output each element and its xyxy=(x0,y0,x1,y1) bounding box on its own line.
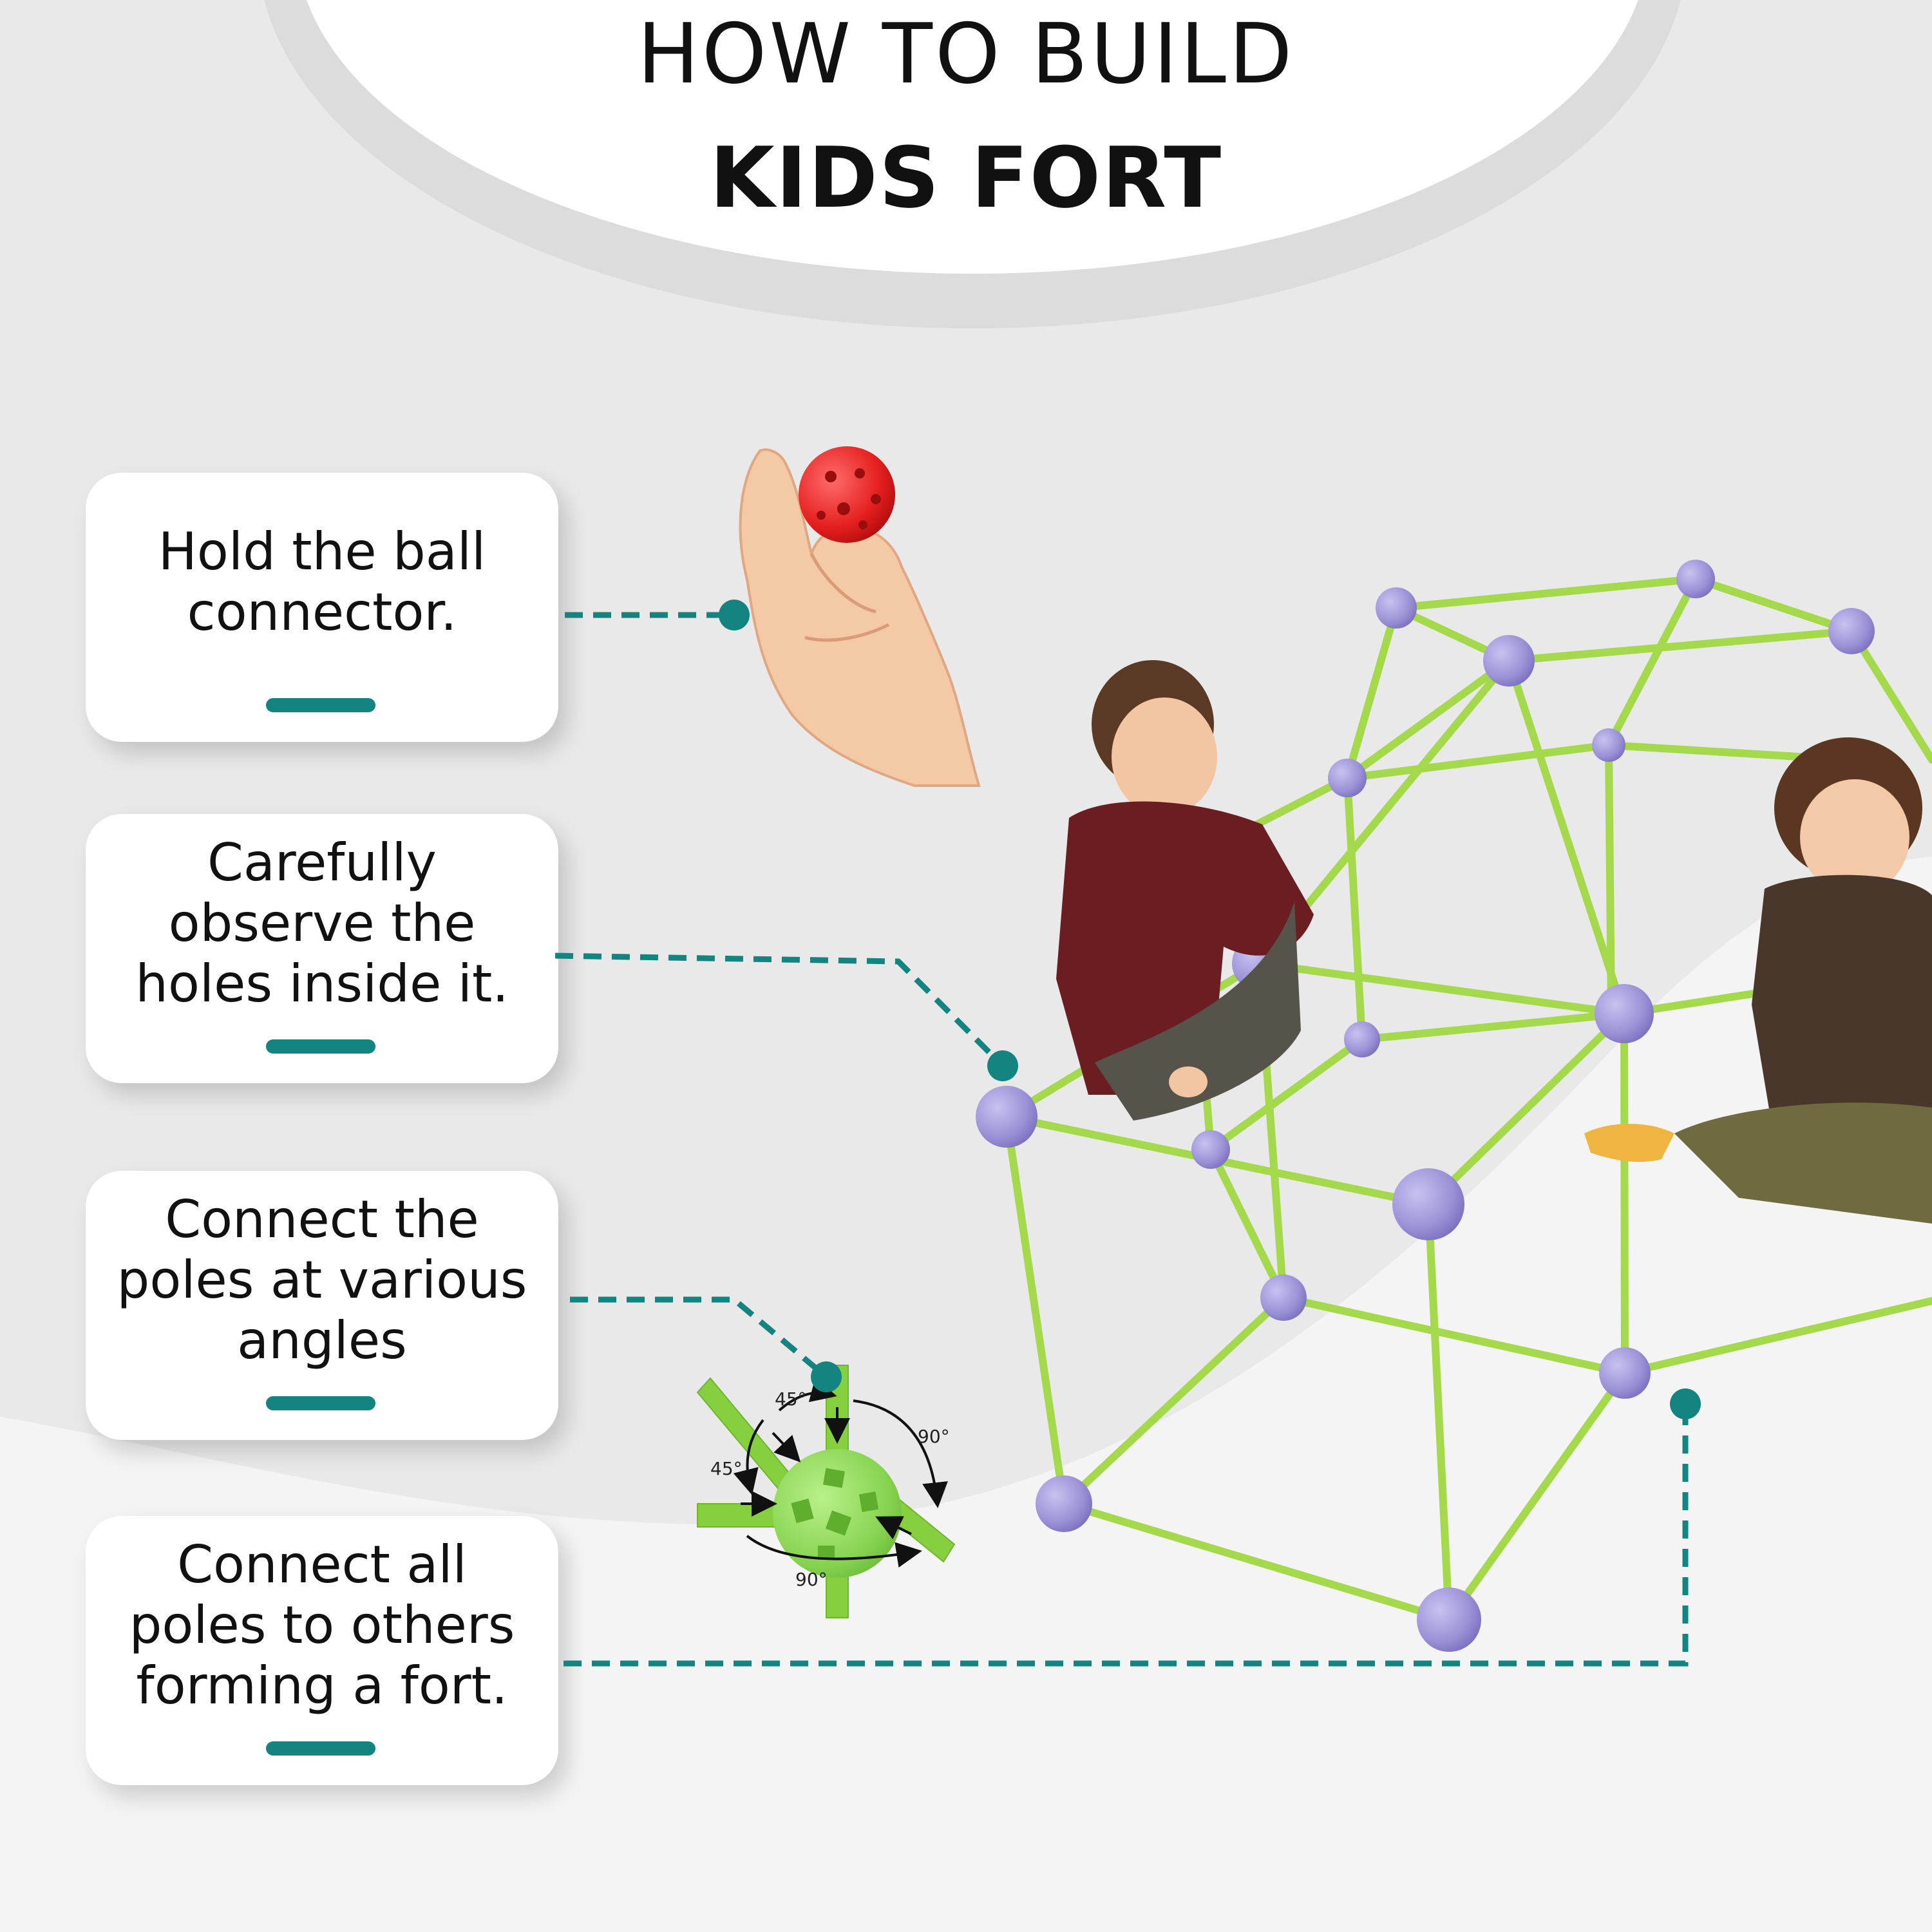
step-card-3: Connect the poles at various angles xyxy=(86,1171,558,1440)
boy-hand xyxy=(1169,1066,1208,1097)
angle-label-45-top: 45° xyxy=(775,1388,807,1410)
hand-holding-ball-image xyxy=(739,446,981,787)
angle-arrows xyxy=(733,1377,948,1568)
boy-pants xyxy=(1095,902,1301,1121)
step-1-accent-bar xyxy=(266,698,375,712)
step-2-accent-bar xyxy=(266,1039,375,1054)
connector-1-dot xyxy=(719,600,750,630)
girl-face xyxy=(1800,779,1909,895)
red-ball-connector xyxy=(799,446,895,543)
boy-figure-image xyxy=(1056,660,1314,1121)
angle-label-90-right: 90° xyxy=(918,1426,950,1447)
step-1-text: Hold the ball connector. xyxy=(158,522,486,642)
dashed-connectors xyxy=(554,612,1689,1667)
red-ball-hole xyxy=(858,520,867,529)
step-2-text: Carefully observe the holes inside it. xyxy=(135,833,509,1014)
red-ball-hole xyxy=(837,502,850,515)
hand-crease xyxy=(810,553,876,614)
girl-sock xyxy=(1584,1124,1674,1162)
red-ball-hole xyxy=(825,471,837,482)
title-line-2: KIDS FORT xyxy=(709,129,1223,227)
girl-figure-image xyxy=(1584,737,1932,1224)
step-card-4: Connect all poles to others forming a fo… xyxy=(86,1516,558,1785)
connector-2-dot xyxy=(987,1050,1018,1081)
red-ball-hole xyxy=(871,494,881,504)
girl-shirt xyxy=(1752,875,1932,1121)
connector-3 xyxy=(570,1296,828,1379)
hand-shape xyxy=(739,448,981,787)
angle-label-45-left: 45° xyxy=(710,1458,743,1479)
red-ball-hole xyxy=(855,468,865,478)
boy-shirt xyxy=(1056,801,1314,1095)
title-line-1: HOW TO BUILD xyxy=(637,6,1295,102)
angle-label-90-bottom: 90° xyxy=(795,1569,828,1590)
step-3-text: Connect the poles at various angles xyxy=(117,1189,527,1370)
header-ellipse xyxy=(307,0,1638,274)
angle-diagram: 45° 90° 45° 90° xyxy=(696,1365,956,1618)
step-card-1: Hold the ball connector. xyxy=(86,473,558,742)
step-4-text: Connect all poles to others forming a fo… xyxy=(129,1535,515,1716)
step-3-accent-bar xyxy=(266,1396,375,1410)
green-ball-holes xyxy=(791,1468,879,1560)
step-card-2: Carefully observe the holes inside it. xyxy=(86,814,558,1083)
connector-4 xyxy=(564,1406,1689,1667)
finger-fold xyxy=(804,623,890,642)
connector-2 xyxy=(554,952,1005,1068)
step-4-accent-bar xyxy=(266,1741,375,1756)
fort-connector-balls xyxy=(976,560,1875,1652)
red-ball-hole xyxy=(817,511,826,520)
connector-4-dot xyxy=(1670,1388,1701,1419)
connector-3-dot xyxy=(811,1361,842,1392)
girl-pants xyxy=(1674,1103,1932,1224)
boy-face xyxy=(1112,697,1217,816)
connector-endpoints xyxy=(719,600,1701,1419)
